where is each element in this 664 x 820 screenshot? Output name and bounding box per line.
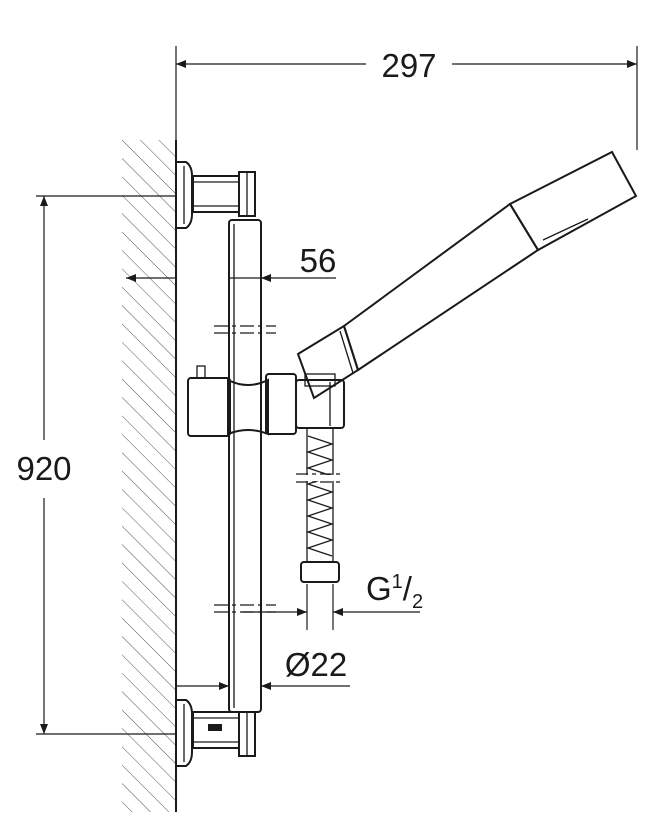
shower-hose <box>296 428 344 583</box>
dim-rail-diameter: Ø22 <box>176 646 350 690</box>
dim-rail-offset-label: 56 <box>300 242 337 279</box>
dim-connector-label: G1/2 <box>366 570 423 613</box>
bottom-wall-bracket <box>175 699 256 767</box>
dim-rail-offset: 56 <box>126 242 337 282</box>
shower-rail <box>214 219 276 713</box>
dim-overall-width: 297 <box>175 46 638 150</box>
dim-height-label: 920 <box>16 450 71 487</box>
dim-height: 920 <box>16 195 176 735</box>
wall <box>122 140 177 812</box>
wall-hatching <box>122 140 176 812</box>
dim-rail-diameter-label: Ø22 <box>285 646 347 683</box>
dim-overall-width-label: 297 <box>381 47 436 84</box>
top-wall-bracket <box>175 161 256 229</box>
hand-shower <box>296 150 638 400</box>
dim-connector: G1/2 <box>242 570 423 630</box>
slider <box>187 365 345 437</box>
